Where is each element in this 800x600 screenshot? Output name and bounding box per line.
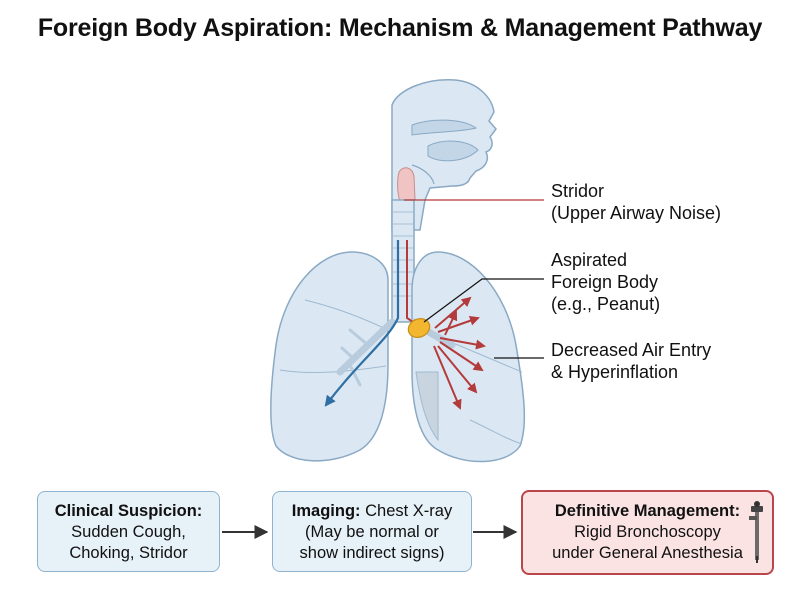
airflow-arrow-normal	[324, 240, 400, 407]
callout-air-entry-line1: Decreased Air Entry	[551, 340, 712, 360]
callout-foreign-body-line2: Foreign Body	[551, 272, 659, 292]
airflow-arrows-obstructed	[406, 240, 486, 410]
rigid-bronchoscope-icon	[749, 501, 763, 563]
callout-stridor: Stridor (Upper Airway Noise)	[551, 180, 721, 224]
pathway-step-imaging: Imaging: Chest X-ray (May be normal or s…	[272, 491, 472, 572]
callout-foreign-body: Aspirated Foreign Body (e.g., Peanut)	[551, 249, 660, 315]
page-title: Foreign Body Aspiration: Mechanism & Man…	[37, 14, 763, 42]
imaging-line2: show indirect signs)	[299, 544, 445, 562]
callout-foreign-body-line3: (e.g., Peanut)	[551, 294, 661, 314]
clinical-suspicion-heading: Clinical Suspicion:	[54, 502, 203, 520]
callout-stridor-line2: (Upper Airway Noise)	[551, 203, 722, 223]
larynx	[397, 167, 416, 203]
clinical-suspicion-line2: Choking, Stridor	[69, 544, 188, 562]
pathway-step-clinical-suspicion: Clinical Suspicion: Sudden Cough, Chokin…	[37, 491, 220, 572]
foreign-body-peanut	[407, 318, 431, 338]
callout-stridor-line1: Stridor	[551, 181, 605, 201]
trachea	[391, 199, 415, 323]
management-line2: under General Anesthesia	[552, 544, 743, 562]
lung-right	[410, 251, 526, 463]
clinical-suspicion-line1: Sudden Cough,	[71, 523, 186, 541]
callout-air-entry-line2: & Hyperinflation	[551, 362, 679, 382]
callout-foreign-body-line1: Aspirated	[551, 250, 628, 270]
imaging-line1: (May be normal or	[305, 523, 439, 541]
management-heading: Definitive Management:	[554, 502, 741, 520]
management-line1: Rigid Bronchoscopy	[574, 523, 721, 541]
imaging-heading: Imaging:	[291, 502, 361, 520]
imaging-lead: Chest X-ray	[365, 502, 453, 520]
pathway-step-definitive-management: Definitive Management: Rigid Bronchoscop…	[521, 490, 774, 575]
lung-left	[269, 251, 396, 462]
callout-air-entry: Decreased Air Entry & Hyperinflation	[551, 339, 711, 383]
head-profile	[391, 79, 497, 231]
